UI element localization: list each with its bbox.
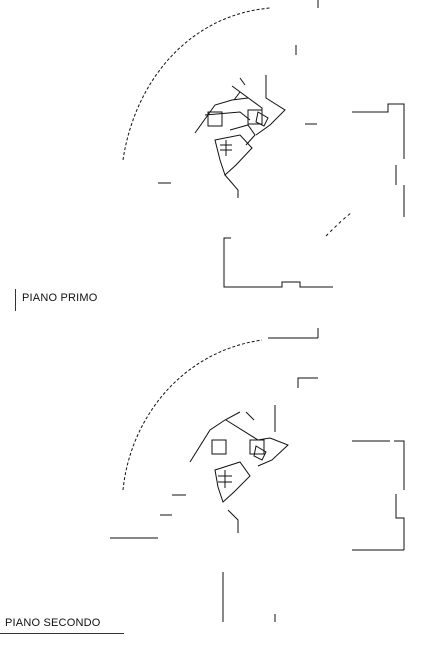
floor-label-piano-secondo: PIANO SECONDO <box>5 617 101 629</box>
wall-lower-enclosure <box>223 237 333 288</box>
arc-facade <box>122 339 263 491</box>
plan-piano-secondo <box>110 328 405 622</box>
label-rule <box>15 289 16 311</box>
core-block <box>189 405 289 533</box>
plan-piano-primo <box>122 0 405 288</box>
wall-segment <box>395 494 405 550</box>
arc-lower <box>325 212 352 237</box>
wall-right-wing <box>352 103 405 159</box>
arc-facade <box>122 7 271 161</box>
core-block <box>194 75 286 198</box>
wall-right-wing <box>352 440 405 490</box>
floor-label-piano-primo: PIANO PRIMO <box>22 292 98 304</box>
wall-segment <box>297 377 318 388</box>
label-underline <box>0 633 124 634</box>
